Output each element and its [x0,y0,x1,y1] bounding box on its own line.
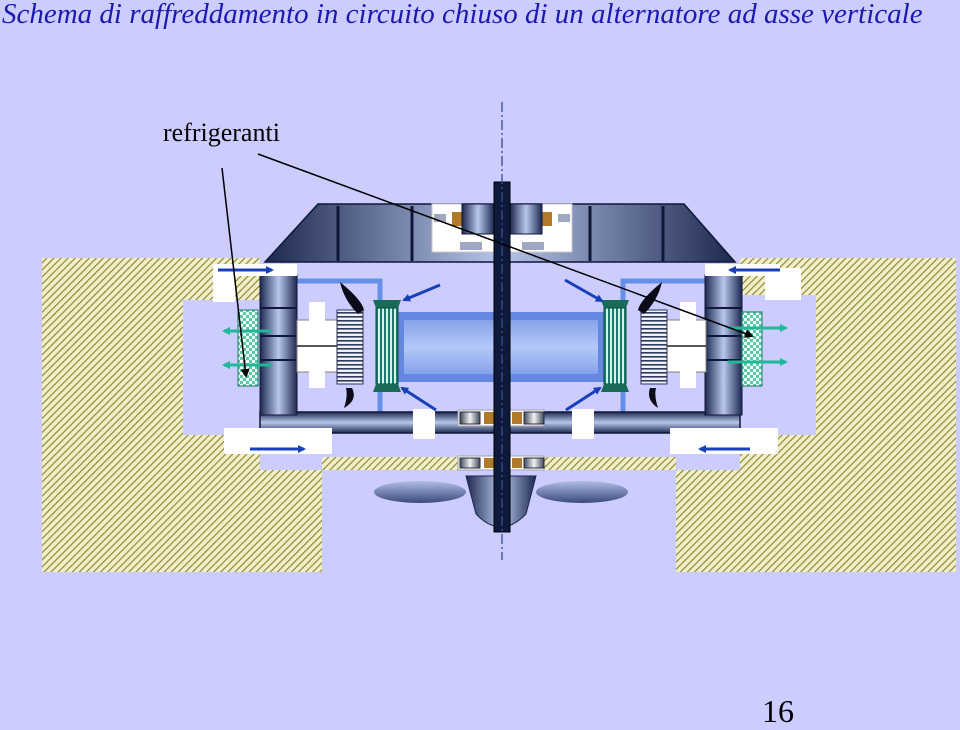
stator-right [640,302,707,388]
callout-label-refrigeranti: refrigeranti [163,118,280,147]
cooler-right [741,311,763,387]
air-flow-arrows [218,266,780,453]
callout-leader-lines [221,153,754,378]
frame-right [704,274,743,416]
fan-blade-right [638,282,662,408]
cooler-flow-arrows [222,324,788,369]
slide-title: Schema di raffreddamento in circuito chi… [2,0,923,30]
frame-left [259,274,298,416]
page-number: 16 [762,693,794,729]
rotor-winding-left [373,300,401,392]
cooler-left [237,309,259,387]
foundation-right [676,258,956,572]
stator-left [296,302,364,388]
rotor-winding-right [601,300,629,392]
fan-blade-left [340,282,364,408]
foundation-left [42,258,322,572]
